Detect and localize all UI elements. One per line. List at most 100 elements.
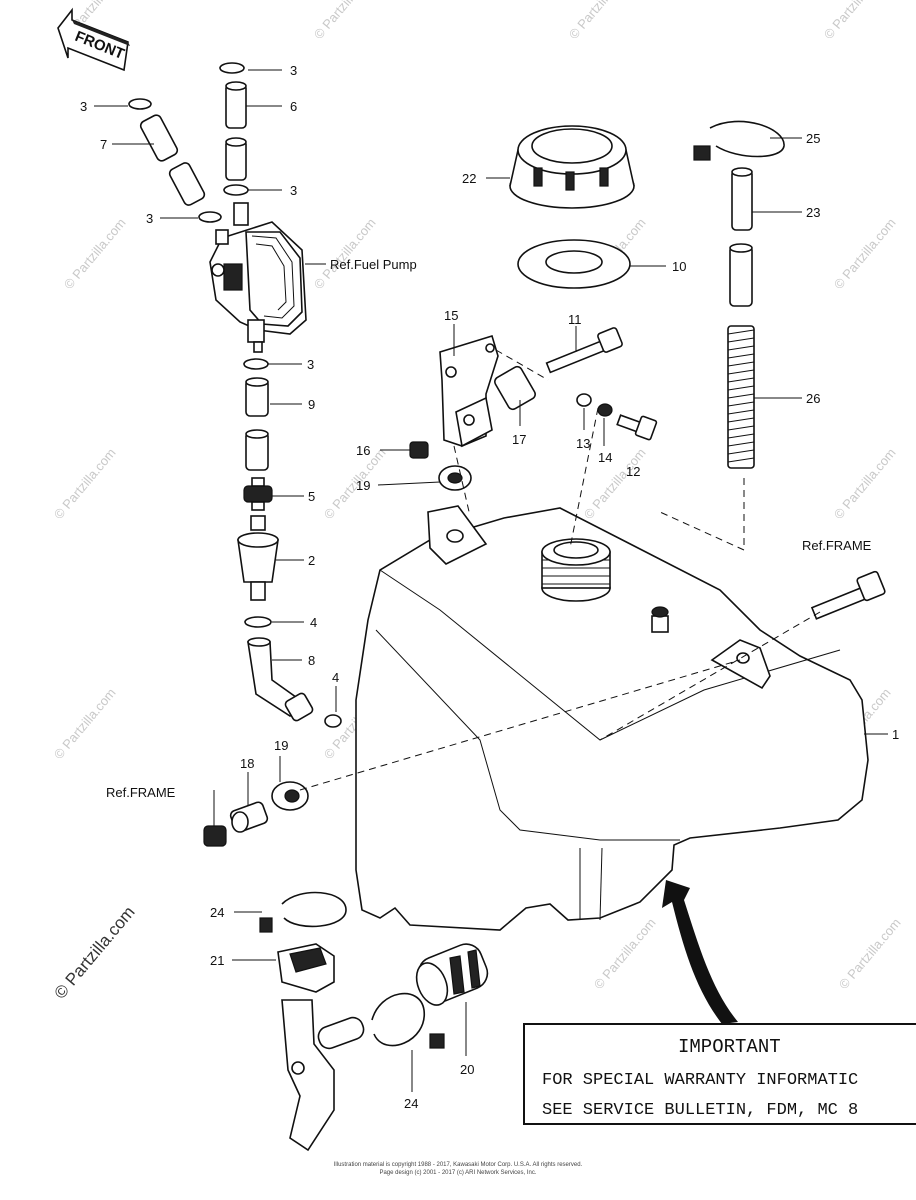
watermark: © Partzilla.com: [581, 445, 649, 522]
watermark: © Partzilla.com: [311, 215, 379, 292]
callout-11: 11: [568, 312, 582, 327]
callout-20: 20: [460, 1062, 474, 1077]
mount-hardware-left: [203, 781, 309, 847]
callout-22: 22: [462, 171, 476, 186]
routing-lines: [299, 349, 821, 791]
callout-4: 4: [332, 670, 339, 685]
breather-hose-assembly: [693, 120, 785, 469]
nut-left: [203, 825, 227, 847]
callout-7: 7: [100, 137, 107, 152]
washer-13: [576, 393, 592, 407]
watermark: © Partzilla.com: [51, 903, 139, 1003]
watermark: © Partzilla.com: [51, 445, 119, 522]
collar-17: [494, 365, 536, 411]
frame-bolt-right: [810, 570, 886, 620]
fuel-cap-22: [509, 125, 635, 209]
footer-copyright: Illustration material is copyright 1988 …: [334, 1162, 583, 1168]
watermark: © Partzilla.com: [836, 915, 904, 992]
notice-line-1: FOR SPECIAL WARRANTY INFORMATIC: [542, 1071, 858, 1090]
clip-3-low: [243, 358, 269, 370]
ref-fuel-pump-label: Ref.Fuel Pump: [330, 257, 417, 272]
watermark: © Partzilla.com: [311, 0, 379, 42]
callout-9: 9: [308, 397, 315, 412]
watermark: © Partzilla.com: [321, 445, 389, 522]
grommet-19-upper: [438, 465, 472, 491]
callout-24: 24: [210, 905, 224, 920]
notice-line-2: SEE SERVICE BULLETIN, FDM, MC 8: [542, 1101, 858, 1120]
callout-8: 8: [308, 653, 315, 668]
callout-4: 4: [310, 615, 317, 630]
callout-19: 19: [274, 738, 288, 753]
callout-3: 3: [307, 357, 314, 372]
lockwasher-14: [597, 403, 613, 417]
clamp-25: [709, 120, 785, 158]
callout-18: 18: [240, 756, 254, 771]
callout-13: 13: [576, 436, 590, 451]
watermark: © Partzilla.com: [591, 915, 659, 992]
bracket-15: [439, 334, 499, 448]
strainer-20: [415, 943, 489, 1006]
callout-1: 1: [892, 727, 899, 742]
nut-16: [409, 441, 429, 459]
callout-21: 21: [210, 953, 224, 968]
ref-frame-right-label: Ref.FRAME: [802, 538, 872, 553]
pump-fitting-top: [233, 202, 249, 226]
front-arrow-icon: FRONT: [57, 7, 130, 72]
hose-23-lower: [729, 245, 753, 307]
notice-heading: IMPORTANT: [678, 1036, 781, 1058]
fuel-tank-1: [355, 505, 869, 931]
callout-6: 6: [290, 99, 297, 114]
fuel-tap-bracket: [281, 999, 335, 1152]
clip-3-top: [219, 62, 245, 74]
callout-17: 17: [512, 432, 526, 447]
callout-labels: 3 6 3 7 3 3 3 9 5 2 4 8 4 22 10 25 23 26…: [80, 63, 899, 1111]
callout-3: 3: [290, 183, 297, 198]
spring-26: [727, 325, 755, 469]
clip-3-hose7: [128, 98, 152, 110]
fitting-5: [243, 485, 273, 503]
clamp-24-upper: [281, 891, 347, 928]
hose-assembly-lower: [237, 358, 342, 728]
watermark: © Partzilla.com: [821, 0, 889, 42]
fuel-pump-icon: [209, 202, 307, 353]
clip-3-mid: [223, 184, 249, 196]
important-notice: IMPORTANT FOR SPECIAL WARRANTY INFORMATI…: [523, 1023, 916, 1125]
clamp-24-lower: [371, 992, 425, 1047]
hose-7-lower: [168, 162, 206, 206]
hose-assembly-left: [128, 62, 249, 223]
bolt-12: [616, 414, 658, 441]
callout-3: 3: [290, 63, 297, 78]
callout-2: 2: [308, 553, 315, 568]
callout-26: 26: [806, 391, 820, 406]
callout-25: 25: [806, 131, 820, 146]
watermark: © Partzilla.com: [51, 685, 119, 762]
watermark: © Partzilla.com: [831, 445, 899, 522]
gasket-10: [517, 239, 631, 289]
filter-2-inlet: [250, 515, 266, 531]
clip-4-lower: [324, 714, 342, 728]
callout-15: 15: [444, 308, 458, 323]
pointer-arrow-icon: [662, 880, 738, 1024]
callout-19: 19: [356, 478, 370, 493]
callout-3: 3: [146, 211, 153, 226]
watermark: © Partzilla.com: [831, 215, 899, 292]
ref-frame-left-label: Ref.FRAME: [106, 785, 176, 800]
callout-24: 24: [404, 1096, 418, 1111]
callout-16: 16: [356, 443, 370, 458]
callout-10: 10: [672, 259, 686, 274]
callout-5: 5: [308, 489, 315, 504]
lower-fuel-parts: [259, 891, 489, 1152]
hose-23-upper: [731, 169, 753, 231]
hose-7-upper: [139, 114, 179, 162]
pump-fitting-bottom: [247, 319, 265, 343]
watermark: © Partzilla.com: [61, 215, 129, 292]
bolt-11: [545, 327, 623, 374]
callout-12: 12: [626, 464, 640, 479]
callout-3: 3: [80, 99, 87, 114]
watermark: © Partzilla.com: [566, 0, 634, 42]
callout-23: 23: [806, 205, 820, 220]
clip-4-upper: [244, 616, 272, 628]
clip-3-pump: [198, 211, 222, 223]
callout-14: 14: [598, 450, 612, 465]
